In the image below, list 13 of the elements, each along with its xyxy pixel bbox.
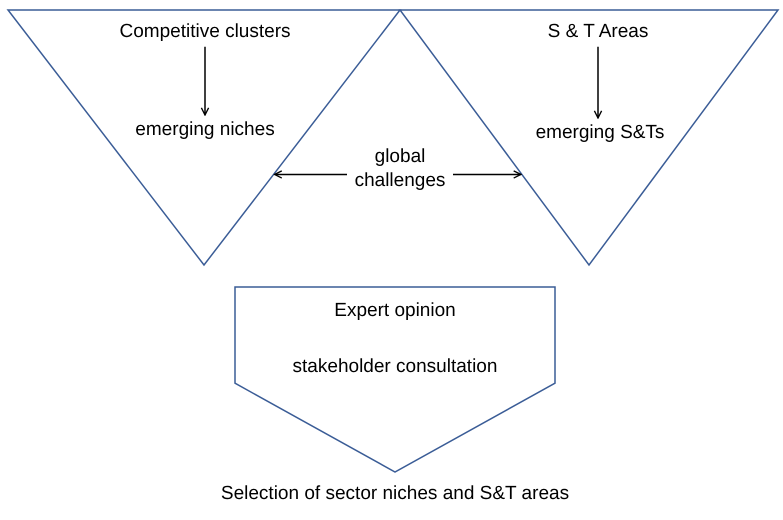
outcome-text: Selection of sector niches and S&T areas bbox=[220, 482, 570, 506]
node-text: Competitive clusters bbox=[95, 20, 315, 44]
node-text: emerging S&Ts bbox=[525, 121, 675, 145]
node-text: Expert opinion bbox=[333, 299, 457, 323]
arrow bbox=[274, 170, 347, 179]
arrow bbox=[594, 46, 602, 119]
arrow bbox=[200, 46, 210, 116]
node-text: stakeholder consultation bbox=[292, 355, 498, 379]
node-text: global challenges bbox=[350, 145, 450, 192]
node-text: emerging niches bbox=[105, 118, 305, 142]
node-text: S & T Areas bbox=[528, 20, 668, 44]
arrow bbox=[453, 170, 522, 179]
pentagon-arrow-shape bbox=[235, 287, 555, 472]
